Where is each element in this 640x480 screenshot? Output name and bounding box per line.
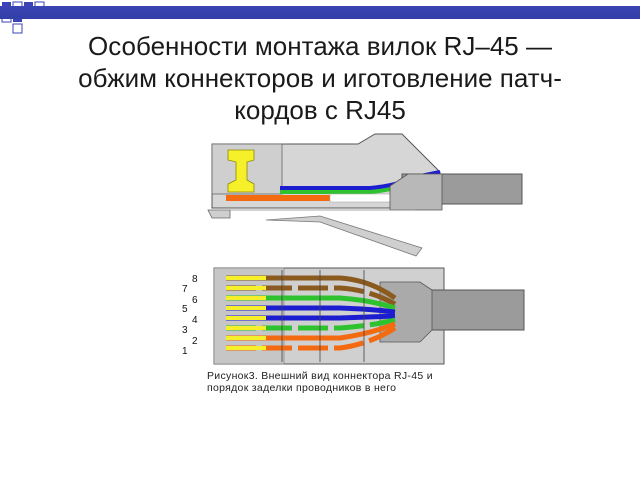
deco-square-7 — [12, 23, 23, 34]
pin-number-2: 2 — [192, 336, 198, 347]
connector-side-view — [207, 133, 523, 257]
caption-line-2: порядок заделки проводников в него — [207, 382, 397, 394]
pin-number-4: 4 — [192, 315, 198, 326]
caption-line-1: Рисунок3. Внешний вид коннектора RJ-45 и — [207, 370, 433, 382]
contact-tip-7 — [226, 286, 266, 290]
pin-number-6: 6 — [192, 295, 198, 306]
figure-caption: Рисунок3. Внешний вид коннектора RJ-45 и… — [207, 370, 497, 394]
wire-5-blue-white — [226, 305, 396, 315]
wire-3-green-white — [226, 317, 396, 331]
contact-tip-5 — [226, 306, 266, 310]
title-line-3: кордов с RJ45 — [234, 95, 406, 125]
contact-tip-1 — [226, 346, 266, 350]
wire-1-orange-white — [226, 325, 397, 351]
title-line-1: Особенности монтажа вилок RJ–45 — — [88, 31, 552, 61]
side-wire-white — [329, 193, 391, 203]
side-strain-relief — [389, 173, 443, 211]
pin-number-5: 5 — [182, 304, 188, 315]
side-latch — [265, 215, 423, 257]
pin-number-1: 1 — [182, 346, 188, 357]
contact-tip-4 — [226, 316, 266, 320]
side-contact-yellow — [227, 149, 255, 193]
wire-4-blue — [226, 313, 396, 321]
connector-top-view — [213, 267, 525, 365]
wire-8-brown — [226, 275, 397, 301]
title-line-2: обжим коннекторов и иготовление патч- — [78, 63, 562, 93]
wire-7-brown-white — [226, 285, 397, 307]
top-accent-bar — [0, 6, 640, 19]
pin-number-3: 3 — [182, 325, 188, 336]
rj45-connector-figure: 8 7 6 5 4 3 2 1 — [182, 133, 525, 365]
slide-title: Особенности монтажа вилок RJ–45 — обжим … — [20, 30, 620, 126]
pin-number-8: 8 — [192, 274, 198, 285]
contact-tip-2 — [226, 336, 266, 340]
contact-tip-3 — [226, 326, 266, 330]
top-wires — [226, 275, 397, 351]
pin-number-7: 7 — [182, 284, 188, 295]
pin-number-labels: 8 7 6 5 4 3 2 1 — [182, 274, 198, 357]
wire-6-green — [226, 295, 396, 311]
wire-2-orange — [226, 321, 396, 341]
contact-tip-6 — [226, 296, 266, 300]
contact-tip-8 — [226, 276, 266, 280]
side-clip — [207, 209, 231, 219]
